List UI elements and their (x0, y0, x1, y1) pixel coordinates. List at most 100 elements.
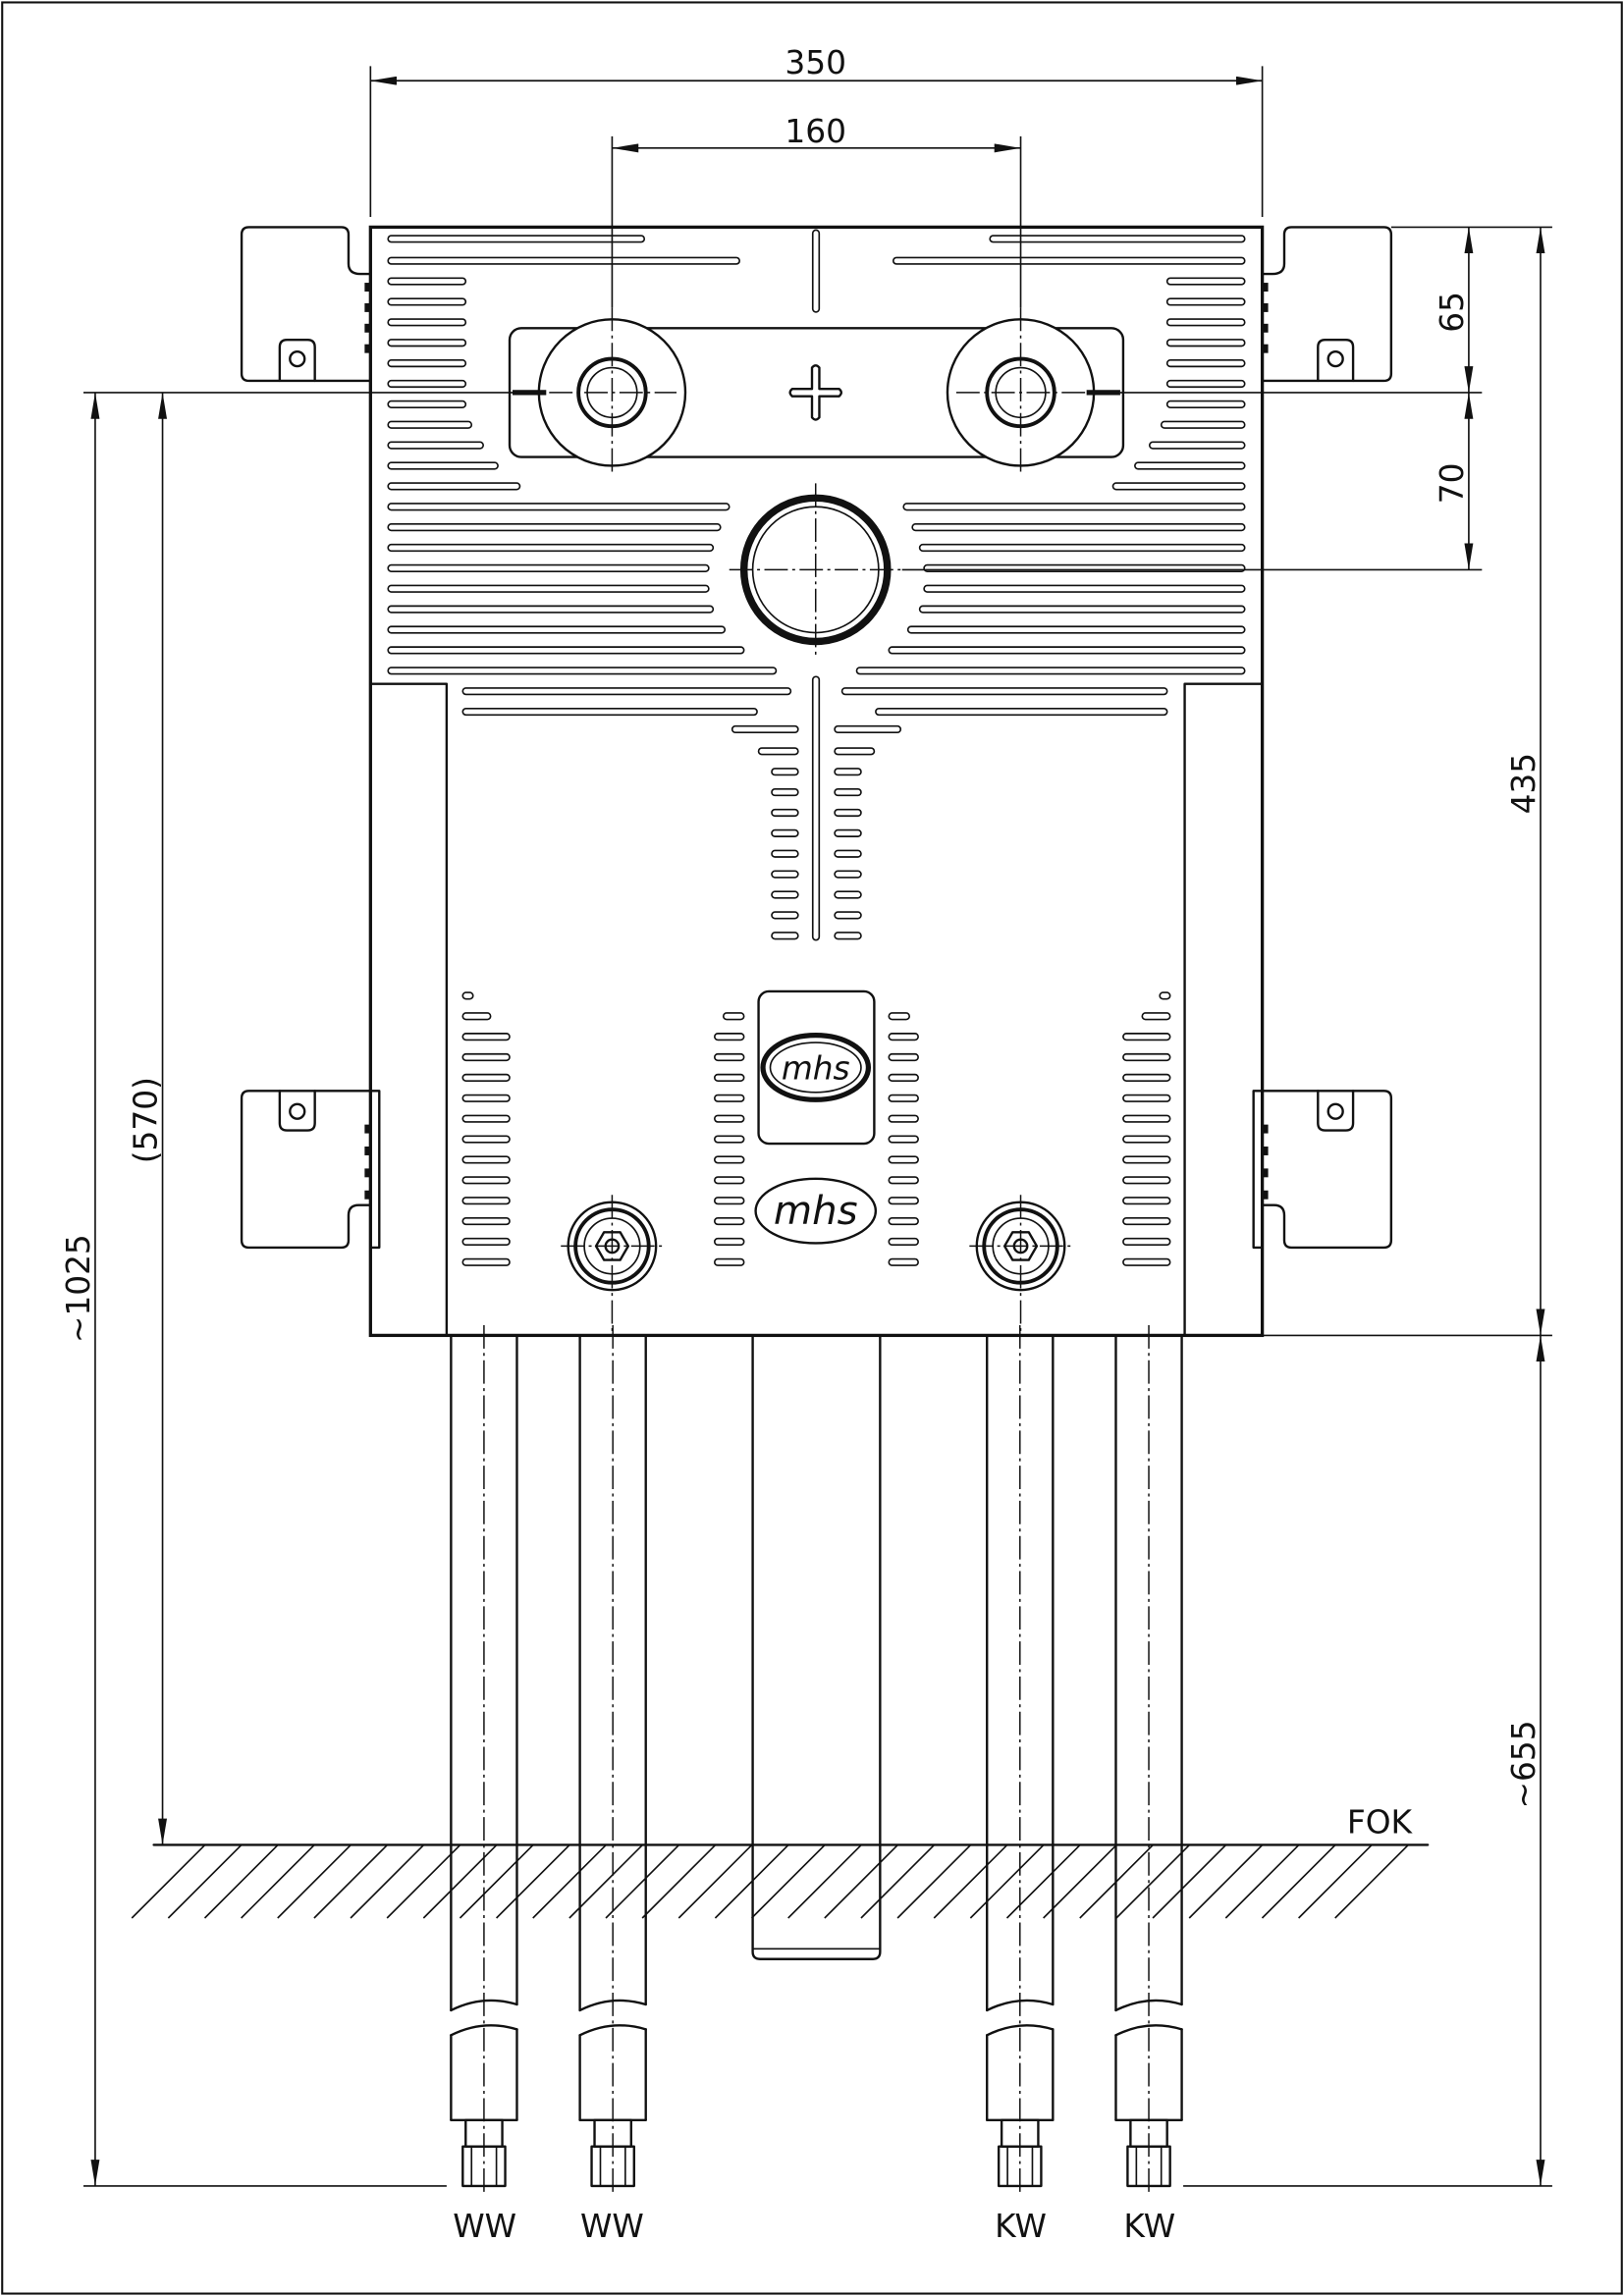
vent-slot (892, 256, 1246, 265)
vent-slot (771, 911, 799, 920)
floor-hatch-line (1334, 1843, 1409, 1919)
vent-slot (918, 543, 1246, 553)
vent-slot (461, 1052, 511, 1062)
bracket-middle-right (1252, 1090, 1393, 1250)
vent-slot (387, 318, 467, 327)
bracket-rib (364, 1190, 371, 1200)
pipe-ww-1 (450, 1324, 518, 2192)
vent-slot (834, 747, 876, 756)
floor-hatch-line (824, 1843, 898, 1919)
vent-slot (1122, 1197, 1171, 1205)
vent-slot (888, 1197, 919, 1205)
vent-slot (387, 605, 715, 614)
mounting-hole (289, 349, 306, 368)
floor-hatch-line (1043, 1843, 1117, 1919)
vent-slot (1122, 1155, 1171, 1164)
vent-slot (387, 256, 740, 265)
floor-hatch-line (677, 1843, 753, 1919)
logo-badge: mhs (757, 989, 876, 1146)
vent-slot (918, 605, 1246, 614)
vent-slot (461, 1033, 511, 1041)
vent-slot (713, 1094, 745, 1102)
pipe-ww-2 (578, 1324, 647, 2192)
vent-slot (387, 646, 745, 655)
pipe-break-mark (1114, 2024, 1183, 2037)
bracket-rib (1262, 283, 1269, 293)
connection-label-kw-2: KW (1123, 2208, 1175, 2245)
vent-slot (989, 235, 1246, 243)
vent-slot (387, 503, 731, 511)
vent-slot (1160, 420, 1246, 429)
vent-slot (387, 339, 467, 347)
vent-slot-vertical-center (811, 675, 821, 941)
vent-slot (1122, 1094, 1171, 1102)
floor-hatch-line (277, 1843, 352, 1919)
floor-hatch-line (860, 1843, 936, 1919)
vent-slot (834, 808, 862, 818)
bracket-rib (364, 344, 371, 353)
bracket-outline (240, 226, 372, 383)
bracket-rib (364, 283, 371, 293)
vent-slot (1165, 400, 1246, 408)
vent-slot (387, 563, 710, 572)
dim-label-box-height: 435 (1505, 753, 1543, 815)
vent-slot (1165, 379, 1246, 389)
pipe-kw-2 (1114, 1324, 1183, 2192)
bracket-rib (364, 1147, 371, 1155)
dimension-lines (90, 76, 1545, 2186)
vent-slot (888, 1176, 919, 1185)
drain-opening (729, 483, 902, 657)
vent-slot (834, 932, 862, 940)
floor-hatch-line (1115, 1843, 1191, 1919)
box-outline (368, 225, 1265, 1338)
logo-badge-frame (757, 989, 876, 1146)
vent-slot (387, 625, 727, 634)
floor-hatch-line (605, 1843, 680, 1919)
bracket-rib (1262, 1147, 1269, 1155)
bracket-tab (1317, 339, 1355, 383)
dim-label-port-to-floor: (570) (128, 1077, 165, 1163)
floor-hatch-line (933, 1843, 1008, 1919)
vent-slot (713, 1257, 745, 1266)
vent-slot (722, 1012, 745, 1021)
vent-slot (771, 768, 799, 776)
vent-slot (1141, 1012, 1171, 1021)
pipe-break-mark (450, 2024, 518, 2037)
logo-oval-inner (769, 1041, 862, 1094)
vent-slot (731, 724, 799, 734)
vent-slot (1165, 277, 1246, 286)
vent-slot (1122, 1257, 1171, 1266)
vent-slot (875, 707, 1168, 717)
pipe-break-mark (986, 2024, 1055, 2037)
vent-slot (1148, 441, 1246, 450)
vent-slot-vertical-top (811, 229, 821, 313)
vent-slot (888, 1135, 919, 1144)
vent-slot (461, 1135, 511, 1144)
vent-slot (1165, 297, 1246, 306)
vent-slot (906, 625, 1246, 634)
vent-slot (713, 1052, 745, 1062)
vent-slot (834, 911, 862, 920)
vent-slot (888, 1114, 919, 1123)
vent-slot (461, 1094, 511, 1102)
vent-slot (713, 1033, 745, 1041)
floor-hatch-line (459, 1843, 534, 1919)
bracket-top-left (240, 226, 372, 383)
vent-slot (387, 667, 778, 675)
vent-slot (771, 849, 799, 858)
bracket-tab (278, 1090, 316, 1132)
vent-slot (771, 828, 799, 837)
pipe-break-mark (578, 2024, 647, 2037)
vent-slot (1122, 1237, 1171, 1247)
valve-fitting-right (969, 1195, 1072, 1336)
valve-fitting-left (561, 1195, 664, 1336)
vent-slot (461, 991, 474, 1000)
floor-hatch-line (1298, 1843, 1373, 1919)
extension-lines (83, 66, 1552, 2187)
vent-slot (713, 1197, 745, 1205)
dim-label-port-to-drain: 70 (1434, 463, 1471, 505)
vent-slot (461, 1114, 511, 1123)
vent-slot (902, 503, 1246, 511)
